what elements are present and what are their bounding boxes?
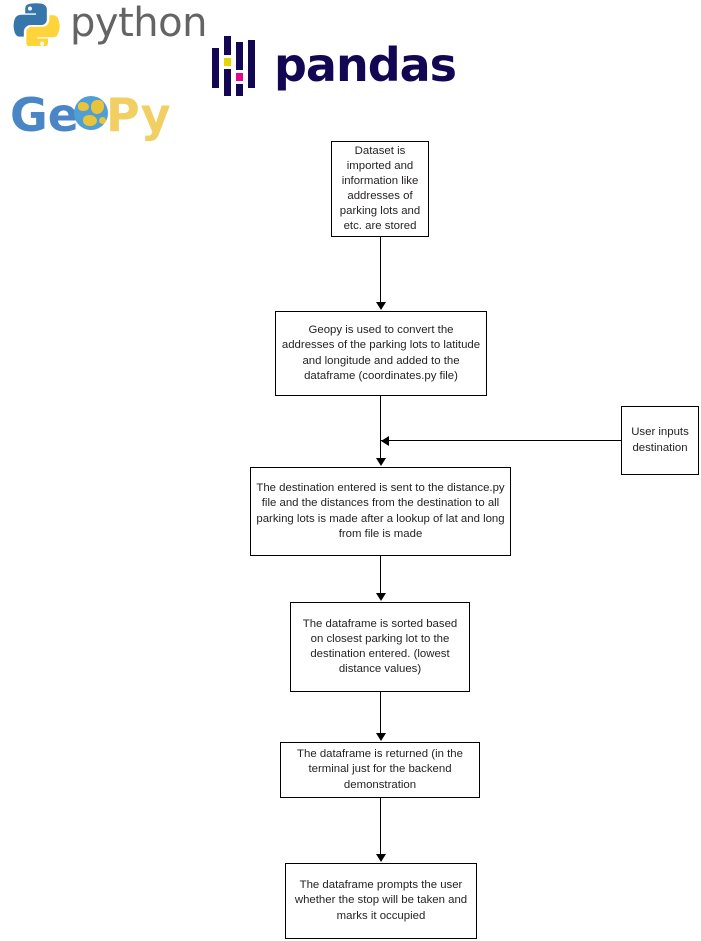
edge-dataset-to-geopy [380, 237, 382, 303]
node-label: The dataframe prompts the user whether t… [294, 879, 468, 922]
arrowhead-distance-to-sort [376, 593, 386, 601]
globe-icon [74, 96, 108, 130]
node-sort-dataframe[interactable]: The dataframe is sorted based on closest… [290, 602, 470, 692]
geopy-logo: Ge Py [10, 88, 175, 144]
node-prompt-user[interactable]: The dataframe prompts the user whether t… [285, 863, 477, 939]
edge-distance-to-sort [380, 556, 382, 594]
arrowhead-dataset-to-geopy [376, 302, 386, 310]
geopy-wordmark-ge: Ge [10, 88, 79, 142]
arrowhead-userinput-to-main [381, 436, 389, 446]
python-wordmark: python [70, 0, 207, 46]
node-label: The destination entered is sent to the d… [256, 482, 505, 540]
arrowhead-geopy-to-distance [376, 458, 386, 466]
node-dataset-import[interactable]: Dataset is imported and information like… [331, 141, 429, 237]
geopy-wordmark-py: Py [106, 88, 171, 142]
pandas-wordmark: pandas [274, 38, 457, 92]
node-label: The dataframe is sorted based on closest… [302, 617, 458, 676]
edge-sort-to-return [380, 692, 382, 734]
edge-userinput-to-main [381, 440, 621, 442]
node-label: Dataset is imported and information like… [339, 144, 421, 233]
node-label: Geopy is used to convert the addresses o… [281, 324, 481, 382]
node-geopy-convert[interactable]: Geopy is used to convert the addresses o… [275, 311, 487, 396]
node-return-dataframe[interactable]: The dataframe is returned (in the termin… [280, 742, 480, 798]
node-distance-calc[interactable]: The destination entered is sent to the d… [250, 467, 511, 556]
arrowhead-sort-to-return [376, 733, 386, 741]
node-label: The dataframe is returned (in the termin… [297, 748, 463, 791]
python-snake-icon [13, 3, 60, 46]
edge-geopy-to-distance [380, 396, 382, 459]
pandas-bars-icon [212, 36, 256, 96]
python-logo: python [8, 0, 207, 48]
edge-return-to-prompt [380, 798, 382, 855]
node-label: User inputs destination [631, 426, 689, 454]
pandas-logo: pandas [212, 36, 457, 98]
arrowhead-return-to-prompt [376, 854, 386, 862]
node-user-input[interactable]: User inputs destination [621, 406, 699, 475]
